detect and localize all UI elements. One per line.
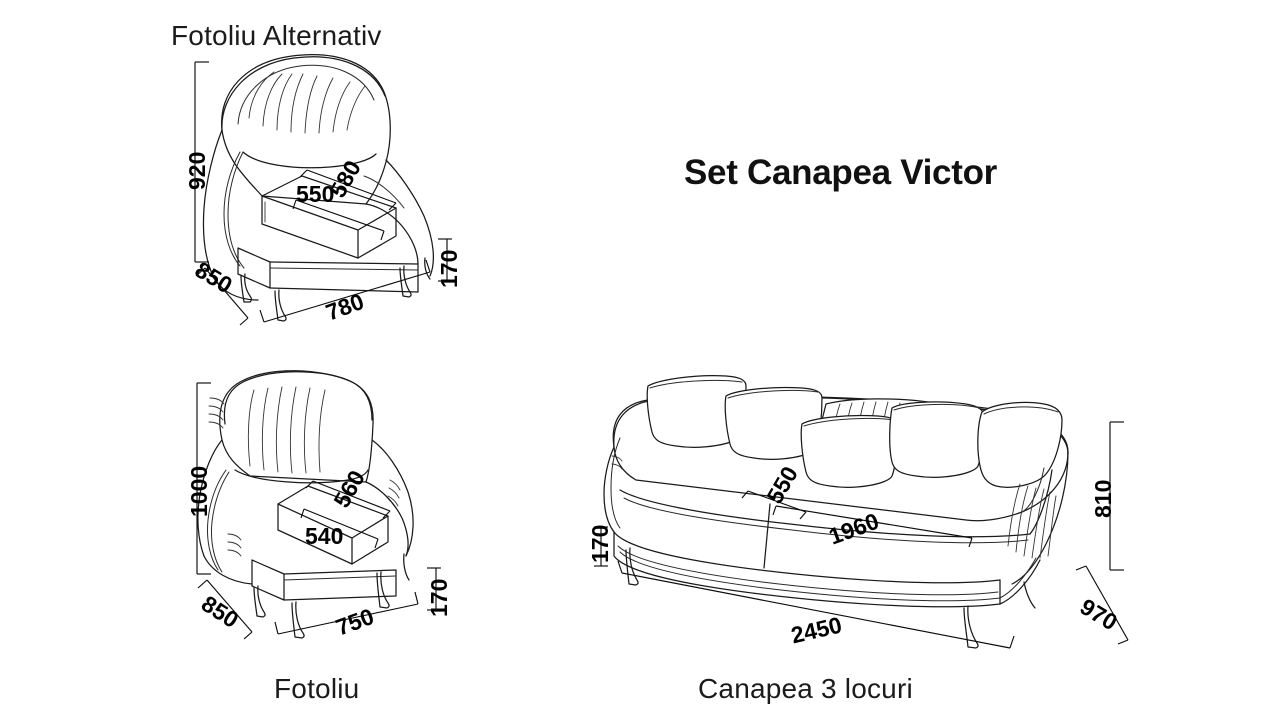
fotoliu-alternativ-drawing: [202, 54, 434, 322]
dim-fotoliu-alternativ-leg-height: 170: [436, 249, 462, 288]
fotoliu-drawing: [197, 370, 414, 639]
fotoliu-dimension-lines: [196, 382, 441, 640]
fotoliu-alternativ-dimension-lines: [194, 61, 452, 326]
dim-canapea-leg-height: 170: [587, 524, 613, 563]
dim-fotoliu-leg-height: 170: [426, 578, 452, 617]
caption-fotoliu: Fotoliu: [274, 673, 360, 704]
caption-fotoliu-alternativ: Fotoliu Alternativ: [171, 20, 382, 51]
dim-fotoliu-height: 1000: [186, 465, 212, 517]
dim-canapea-height: 810: [1090, 479, 1116, 518]
dim-fotoliu-alternativ-height: 920: [184, 151, 210, 190]
dim-fotoliu-seat-width: 540: [305, 523, 344, 549]
caption-canapea-3-locuri: Canapea 3 locuri: [698, 673, 913, 704]
canapea-3-locuri-drawing: [603, 374, 1069, 649]
canapea-3-locuri-dimension-lines: [594, 421, 1129, 649]
page-title: Set Canapea Victor: [684, 153, 997, 192]
dim-fotoliu-alternativ-seat-width: 550: [296, 181, 335, 207]
